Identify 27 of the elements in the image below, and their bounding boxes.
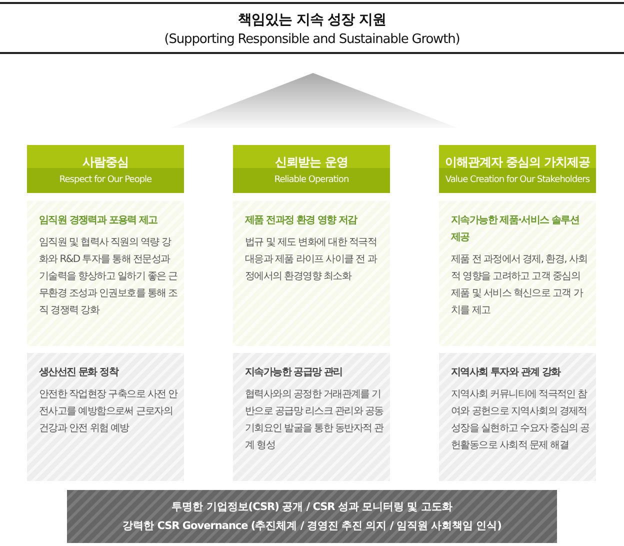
card-heading: 지역사회 투자와 관계 강화: [451, 366, 562, 380]
card-heading: 지속가능한 제품·서비스 솔루션 제공: [451, 214, 580, 245]
card-heading: 제품 전과정 환경 영향 저감: [245, 214, 358, 228]
card-body: 임직원 및 협력사 직원의 역량 강화와 R&D 투자를 통해 전문성과 기술력을 향상하고 일하기 좋은 근무환경 조성과 인권보호를 통해 조직 경쟁력 강화: [39, 236, 178, 318]
pillar-header: [233, 145, 390, 193]
card-body: 협력사와의 공정한 거래관계를 기반으로 공급망 리스크 관리와 공동 기회요인 발굴을 통한 동반자적 관계 형성: [245, 388, 384, 453]
pillar-subtitle: Respect for Our People: [58, 175, 153, 185]
pillar-title: 신뢰받는 운영: [274, 154, 349, 171]
foundation-text: 강력한 CSR Governance (추진체계 / 경영진 추진 의지 / 임직원 사회책임 인식): [122, 519, 502, 533]
title-band: [0, 2, 624, 54]
card-body: 지역사회 커뮤니티에 적극적인 참여와 공헌으로 지역사회의 경제적 성장을 실현하고 수요자 중심의 공헌활동으로 사회적 문제 해결: [451, 388, 590, 453]
pillar-subtitle: Value Creation for Our Stakeholders: [444, 175, 591, 185]
card-body: 안전한 작업현장 구축으로 사전 안전사고를 예방함으로써 근로자의 건강과 안전 위험 예방: [39, 388, 178, 436]
pillar-subtitle: Reliable Operation: [273, 175, 350, 185]
pillar-title: 사람중심: [82, 154, 130, 171]
card-heading: 생산선진 문화 정착: [39, 366, 120, 380]
card-heading: 임직원 경쟁력과 포용력 제고: [39, 214, 158, 228]
foundation-band: [67, 490, 557, 543]
pillar-title: 이해관계자 중심의 가치제공: [444, 154, 592, 171]
card-body: 법규 및 제도 변화에 대한 적극적 대응과 제품 라이프 사이클 전 과정에서의 환경영향 최소화: [245, 236, 378, 284]
pillar-header: [439, 145, 596, 193]
pillar-header: [27, 145, 184, 193]
foundation-text: 투명한 기업정보(CSR) 공개 / CSR 성과 모니터링 및 고도화: [170, 500, 454, 514]
subtitle-text: (Supporting Responsible and Sustainable Growth): [163, 32, 461, 47]
title-text: 책임있는 지속 성장 지원: [236, 11, 388, 29]
card-heading: 지속가능한 공급망 관리: [245, 366, 344, 380]
card-body: 제품 전 과정에서 경제, 환경, 사회적 영향을 고려하고 고객 중심의 제품 및 서비스 혁신으로 고객 가치를 제고: [451, 253, 588, 318]
